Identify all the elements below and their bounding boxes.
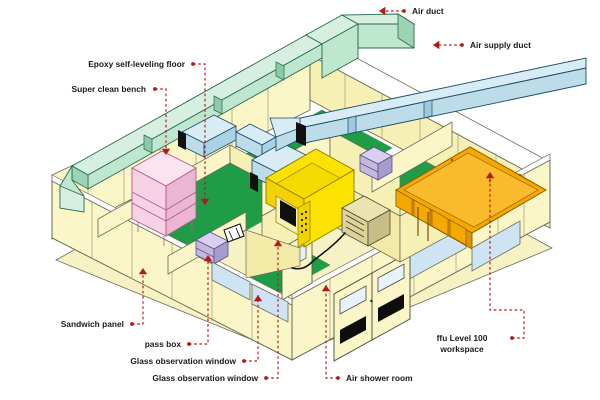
leader-pass-box-arrow bbox=[203, 255, 213, 262]
ffu-top-inner bbox=[403, 152, 539, 228]
leader-glass-window-2-dot bbox=[264, 376, 268, 380]
air-shower-door-left-kick bbox=[340, 316, 366, 344]
control-cabinet[interactable] bbox=[291, 195, 391, 270]
label-epoxy-self-leveling-floor: Epoxy self-leveling floor bbox=[88, 59, 186, 69]
label-glass-observation-window-1: Glass observation window bbox=[130, 356, 236, 366]
leader-air-supply-duct-arrow bbox=[433, 40, 440, 50]
green-duct-drop bbox=[59, 185, 85, 213]
green-duct-flanges bbox=[143, 61, 285, 154]
blue-air-supply-duct bbox=[178, 57, 587, 192]
leader-air-shower-dot bbox=[336, 376, 340, 380]
leader-super-clean-bench bbox=[155, 88, 167, 155]
green-duct-branch-cap bbox=[397, 13, 415, 49]
air-shower-door-right-window bbox=[377, 263, 405, 293]
leader-glass-window-2-arrow bbox=[273, 240, 283, 247]
ffu-ceiling-unit bbox=[394, 146, 548, 250]
yellow-machine-room bbox=[265, 148, 355, 248]
pass-box-seam bbox=[195, 247, 215, 258]
clean-bench-side bbox=[165, 167, 197, 237]
control-cabinet-side bbox=[367, 209, 391, 247]
label-glass-observation-window-2: Glass observation window bbox=[152, 373, 258, 383]
leader-sandwich-panel bbox=[132, 268, 144, 325]
blue-duct-black-flange bbox=[296, 122, 306, 146]
label-super-clean-bench: Super clean bench bbox=[72, 84, 146, 94]
glass-window-left-b bbox=[251, 283, 289, 323]
glass-window-left-a bbox=[211, 261, 251, 301]
clean-bench-legs bbox=[137, 221, 193, 246]
leader-air-shower bbox=[325, 285, 338, 379]
leader-sandwich-panel-dot bbox=[130, 322, 134, 326]
label-sandwich-panel: Sandwich panel bbox=[61, 319, 124, 329]
leader-pass-box-dot bbox=[187, 342, 191, 346]
green-duct-riser-front bbox=[321, 23, 359, 79]
wall-sign bbox=[223, 223, 245, 243]
air-shower-door-right-kick bbox=[378, 294, 404, 322]
leader-epoxy-floor-arrow bbox=[200, 198, 210, 205]
blue-duct-box2-flange bbox=[250, 172, 258, 192]
cabinet-cable bbox=[291, 232, 346, 270]
partition-passbox-side bbox=[245, 229, 301, 279]
purple-equip-b-side bbox=[377, 155, 393, 181]
air-shower-door-left-window bbox=[339, 285, 367, 315]
leader-glass-window-1-dot bbox=[242, 359, 246, 363]
purple-equipment-b[interactable] bbox=[359, 146, 393, 181]
leader-air-duct-dot bbox=[402, 9, 406, 13]
leader-air-shower-arrow bbox=[321, 285, 331, 292]
blue-duct-main-flanges bbox=[347, 99, 433, 135]
leader-ffu-dot bbox=[510, 336, 514, 340]
air-shower-door-handle[interactable] bbox=[370, 299, 373, 303]
ffu-filter-modules bbox=[395, 189, 467, 246]
leader-sandwich-panel-arrow bbox=[138, 268, 148, 275]
ffu-support-rods bbox=[417, 207, 429, 241]
leader-air-duct-arrow bbox=[379, 6, 386, 16]
leader-lines bbox=[130, 6, 525, 380]
air-shower-doors[interactable] bbox=[333, 251, 411, 362]
label-air-shower-room: Air shower room bbox=[346, 373, 413, 383]
machine-black-panel bbox=[280, 200, 296, 227]
leader-glass-window-1-arrow bbox=[253, 295, 263, 302]
leader-glass-window-2 bbox=[266, 240, 279, 379]
machine-indicator-dots bbox=[300, 210, 308, 234]
leader-epoxy-floor bbox=[193, 63, 206, 205]
super-clean-bench-unit[interactable] bbox=[131, 150, 197, 246]
control-cabinet-slots bbox=[345, 214, 365, 238]
leader-ffu-arrow bbox=[485, 172, 495, 179]
blue-duct-box1-flange bbox=[178, 130, 186, 150]
label-pass-box: pass box bbox=[145, 339, 182, 349]
machine-control-column bbox=[297, 200, 311, 248]
leader-super-clean-bench-arrow bbox=[161, 148, 171, 155]
pass-box-side bbox=[213, 240, 229, 265]
glass-observation-window-right bbox=[471, 220, 521, 272]
leader-ffu bbox=[489, 172, 525, 339]
leader-epoxy-floor-dot bbox=[191, 62, 195, 66]
glass-observation-windows-left bbox=[211, 261, 289, 323]
leader-super-clean-bench-dot bbox=[153, 87, 157, 91]
label-air-supply-duct: Air supply duct bbox=[470, 40, 531, 50]
leader-air-supply-duct-dot bbox=[460, 43, 464, 47]
leader-glass-window-1 bbox=[244, 295, 259, 362]
clean-bench-shelves bbox=[131, 191, 197, 222]
leader-pass-box bbox=[189, 255, 209, 345]
ffu-ceiling-nibs bbox=[450, 158, 522, 183]
label-air-duct: Air duct bbox=[412, 6, 444, 16]
